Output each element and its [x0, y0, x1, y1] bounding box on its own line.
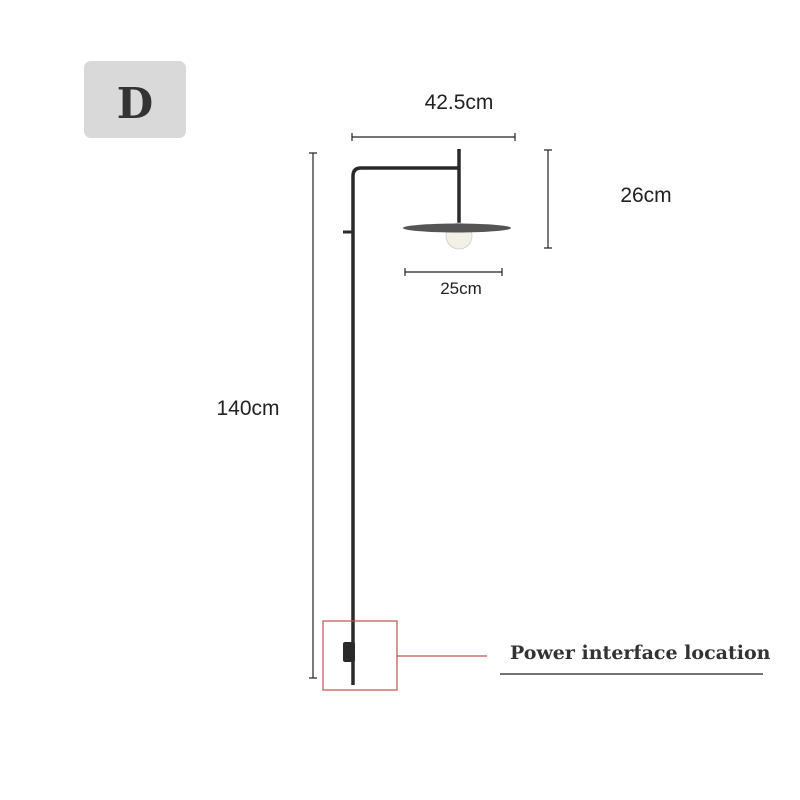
shade-diameter-dimension	[404, 268, 503, 276]
head-height-dimension	[544, 149, 552, 249]
power-callout: Power interface location	[322, 620, 771, 691]
variant-badge: D	[84, 61, 186, 138]
callout-box	[322, 620, 398, 691]
shade-diameter-label: 25cm	[440, 279, 482, 298]
badge-background	[84, 61, 186, 138]
total-height-label: 140cm	[216, 397, 279, 420]
lamp-illustration	[343, 149, 511, 685]
lamp-pole	[351, 166, 459, 685]
width-label: 42.5cm	[425, 91, 494, 114]
lamp-shade	[403, 223, 511, 233]
width-dimension	[351, 133, 516, 141]
head-height-label: 26cm	[620, 184, 671, 207]
power-interface-box	[343, 642, 355, 662]
callout-label: Power interface location	[510, 642, 771, 664]
badge-label: D	[117, 79, 153, 128]
total-height-dimension	[309, 152, 317, 679]
